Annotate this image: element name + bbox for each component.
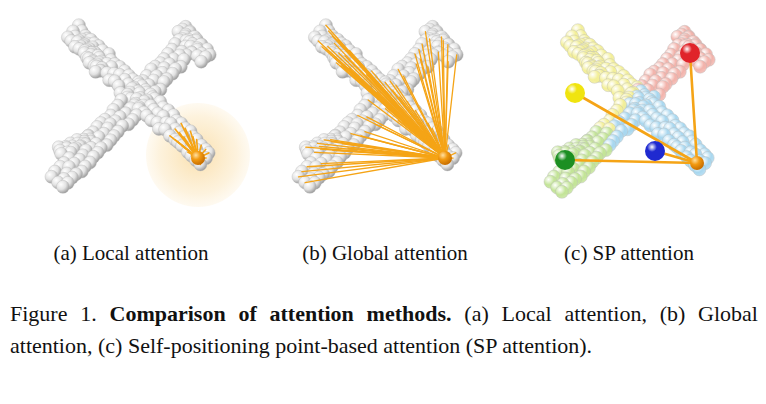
- attention-line: [345, 56, 445, 158]
- attention-line: [314, 152, 445, 158]
- attention-line: [358, 60, 445, 158]
- subfigure-label: (c) SP attention: [564, 240, 694, 266]
- attention-line: [318, 41, 445, 158]
- attention-line: [420, 59, 445, 158]
- attention-line: [306, 147, 445, 158]
- point-sphere: [195, 55, 208, 68]
- sp-attention-figure: [544, 24, 715, 199]
- attention-line: [326, 25, 445, 158]
- self-positioning-point: [645, 141, 665, 161]
- attention-line: [326, 49, 445, 158]
- point-sphere: [89, 65, 102, 78]
- query-point: [438, 151, 452, 165]
- global-attention-figure: [292, 19, 463, 194]
- query-point: [690, 156, 704, 170]
- attention-line: [299, 158, 445, 177]
- attention-line: [332, 36, 445, 158]
- figure-caption: Figure 1. Comparison of attention method…: [10, 298, 758, 362]
- attention-line: [305, 158, 445, 183]
- attention-line: [328, 46, 445, 158]
- subfigure-label: (b) Global attention: [302, 240, 468, 266]
- attention-line: [575, 93, 697, 163]
- caption-part: Comparison of attention methods.: [97, 301, 452, 326]
- attention-line: [329, 31, 445, 158]
- self-positioning-point: [555, 150, 575, 170]
- attention-line: [322, 47, 445, 158]
- attention-line: [690, 53, 697, 163]
- point-sphere: [694, 60, 707, 73]
- attention-line: [445, 62, 448, 158]
- point-sphere: [555, 185, 568, 198]
- attention-line: [319, 146, 445, 158]
- attention-line: [349, 51, 445, 158]
- caption-part: Figure 1.: [10, 301, 97, 326]
- local-attention-figure: [45, 19, 250, 207]
- self-positioning-point: [680, 43, 700, 63]
- attention-line: [307, 158, 445, 167]
- attention-line: [372, 71, 445, 158]
- attention-line: [445, 55, 457, 158]
- self-positioning-point: [565, 83, 585, 103]
- attention-line: [338, 40, 445, 158]
- attention-line: [565, 160, 697, 163]
- query-point: [191, 151, 205, 165]
- point-sphere: [588, 70, 601, 83]
- attention-line: [302, 158, 445, 172]
- attention-line: [334, 43, 445, 158]
- local-region: [146, 103, 250, 207]
- subfigure-label: (a) Local attention: [53, 240, 208, 266]
- attention-line: [339, 53, 445, 158]
- point-sphere: [56, 180, 69, 193]
